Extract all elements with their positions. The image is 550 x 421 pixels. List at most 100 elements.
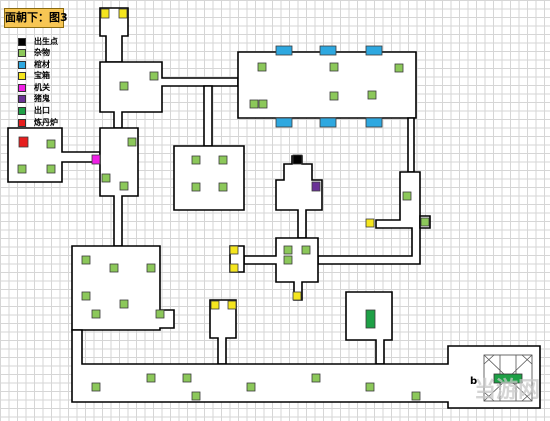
misc-item [258,99,268,109]
boss-arena-grid [483,354,533,402]
misc-item [46,139,56,149]
treasure-chest [118,8,128,19]
room-spawn [275,155,323,239]
map-title: 面朝下：图3 [4,8,68,28]
legend-item-coffin: 棺材 [18,59,58,70]
misc-item [411,391,421,401]
room-upper-left [99,61,239,129]
exit-marker [365,309,376,329]
legend-label: 机关 [34,82,50,92]
misc-item [311,373,321,383]
corridor-right-down [407,117,415,173]
misc-item [218,182,228,192]
misc-item [329,91,339,101]
misc-item [109,263,119,273]
coffin [319,117,337,128]
trap-swatch-icon [18,83,26,92]
misc-item [420,217,430,227]
room-treasure-bottom [209,299,237,365]
trap-mechanism [91,154,101,165]
room-big-top [237,51,417,119]
coffin [365,45,383,56]
misc-item [191,182,201,192]
treasures [100,8,375,310]
furnace-swatch-icon [18,118,26,127]
legend-label: 棺材 [34,59,50,69]
legend-item-exit: 出口 [18,106,58,117]
spawn-point [292,154,303,165]
coffin-swatch-icon [18,60,26,69]
treasure-chest [229,263,239,273]
room-middle [173,145,245,211]
misc-item [402,191,412,201]
boss-marker: b [470,376,477,387]
misc-item [101,173,111,183]
misc-item [91,382,101,392]
misc-item [283,245,293,255]
legend-label: 宝箱 [34,71,50,81]
misc-item [191,155,201,165]
treasure-chest [227,300,237,310]
legend-item-misc: 杂物 [18,48,58,59]
misc-item [46,164,56,174]
misc-item [91,309,101,319]
exit-swatch-icon [18,107,26,116]
coffin [275,45,293,56]
corridor-mid-top [203,85,213,147]
legend-item-trap: 机关 [18,82,58,93]
boss-exit [493,373,523,384]
legend-item-spawn: 出生点 [18,36,58,47]
misc-item [81,255,91,265]
legend-label: 猪鬼 [34,94,50,104]
misc-item [119,81,129,91]
misc-item [149,71,159,81]
misc-item [283,255,293,265]
misc-item [394,63,404,73]
pig-ghost [311,181,321,192]
coffins [275,45,383,128]
legend-item-furnace: 炼丹炉 [18,117,58,128]
misc-item [146,373,156,383]
treasure-chest [229,245,239,255]
watermark-text: 当游网 [474,377,540,403]
furnace [18,136,29,148]
treasure-chest [365,218,375,228]
boss-arena: b [470,354,533,402]
corridor-right [317,171,421,265]
misc-item [301,245,311,255]
misc-item [246,382,256,392]
coffin [275,117,293,128]
misc-item [257,62,267,72]
hall-bottom [71,329,541,409]
misc-item [329,62,339,72]
misc-item [119,299,129,309]
legend-label: 出口 [34,106,50,116]
legend-label: 杂物 [34,48,50,58]
walls [7,7,541,409]
coffin [365,117,383,128]
misc-swatch-icon [18,49,26,58]
legend-item-ghost: 猪鬼 [18,94,58,105]
misc-item [218,155,228,165]
misc-item [17,164,27,174]
misc-items [17,62,430,401]
spawn-swatch-icon [18,37,26,46]
misc-item [119,181,129,191]
ghost-swatch-icon [18,95,26,104]
treasure-chest [292,291,302,301]
coffin [319,45,337,56]
misc-item [191,391,201,401]
treasure-swatch-icon [18,72,26,81]
legend-item-treasure: 宝箱 [18,71,58,82]
misc-item [182,373,192,383]
treasure-chest [100,8,110,19]
room-furnace [7,127,101,183]
misc-item [146,263,156,273]
misc-item [127,137,137,147]
misc-item [249,99,259,109]
legend-label: 炼丹炉 [34,117,58,127]
legend-label: 出生点 [34,36,58,46]
misc-item [81,291,91,301]
treasure-chest [210,300,220,310]
